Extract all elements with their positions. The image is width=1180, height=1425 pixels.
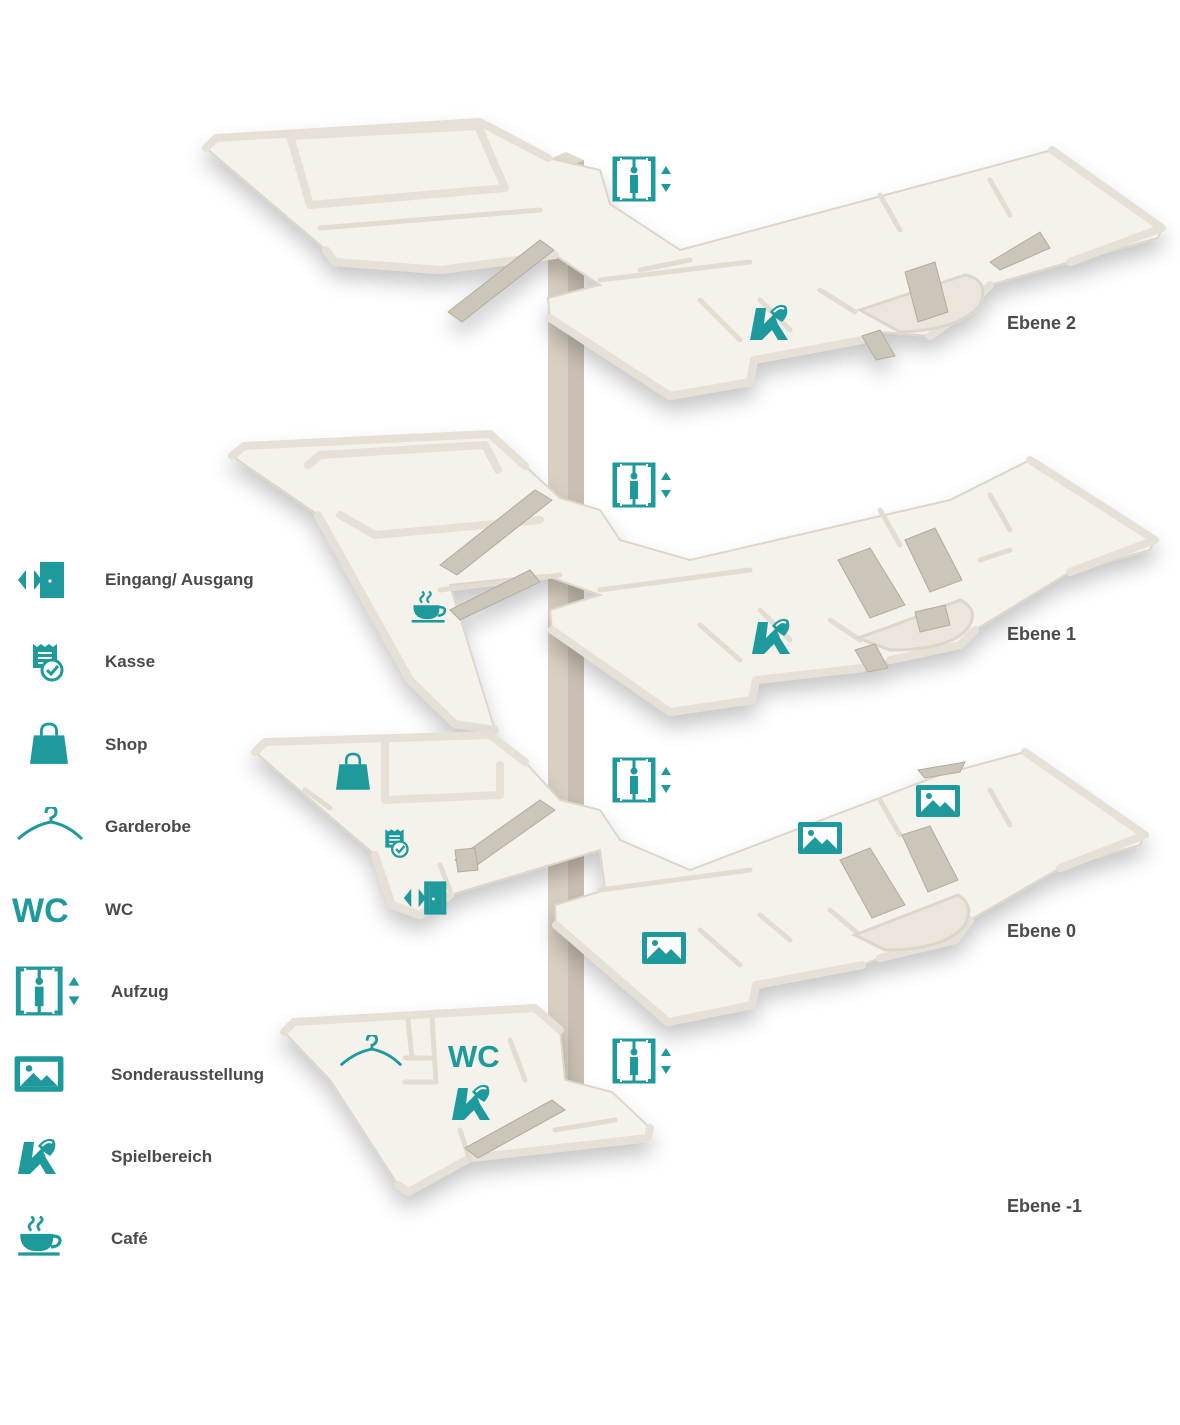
- legend-cloakroom-icon: [16, 807, 84, 841]
- level-0-label: Ebene 0: [1007, 921, 1077, 941]
- exhibition-icon: [916, 785, 960, 817]
- legend-elevator-icon: [15, 966, 82, 1016]
- level-2-label: Ebene 2: [1007, 313, 1077, 333]
- floor-level-minus-1: [280, 1004, 654, 1196]
- elevator-icon: [612, 757, 673, 803]
- level-minus-1-label: Ebene -1: [1007, 1196, 1083, 1216]
- elevator-icon: [612, 1038, 673, 1084]
- legend-shop-label: Shop: [105, 735, 148, 754]
- elevator-icon: [612, 156, 673, 202]
- legend-entrance-label: Eingang/ Ausgang: [105, 570, 254, 589]
- legend-play-area-icon: [17, 1137, 57, 1175]
- legend-shop-icon: [30, 722, 68, 766]
- legend-cafe-label: Café: [111, 1229, 148, 1248]
- exhibition-icon: [798, 822, 842, 854]
- legend-wc-label: WC: [105, 900, 134, 919]
- floor-level-0: [251, 731, 1149, 1026]
- legend-cashier-label: Kasse: [105, 652, 156, 671]
- legend-exhibition-icon: [14, 1056, 64, 1092]
- legend-exhibition-label: Sonderausstellung: [111, 1065, 265, 1084]
- exhibition-icon: [642, 932, 686, 964]
- legend-cloakroom-label: Garderobe: [105, 817, 191, 836]
- legend-elevator-label: Aufzug: [111, 982, 169, 1001]
- floor-level-2: [202, 118, 1166, 400]
- legend-wc-symbol: WC: [12, 892, 69, 930]
- level-1-label: Ebene 1: [1007, 624, 1077, 644]
- legend-entrance-icon: [18, 562, 64, 598]
- legend-play-area-label: Spielbereich: [111, 1147, 213, 1166]
- elevator-icon: [612, 462, 673, 508]
- legend-cashier-icon: [31, 642, 64, 682]
- floor-level-1: [228, 430, 1159, 734]
- wc-map-label: WC: [448, 1039, 500, 1074]
- legend-cafe-icon: [16, 1216, 62, 1256]
